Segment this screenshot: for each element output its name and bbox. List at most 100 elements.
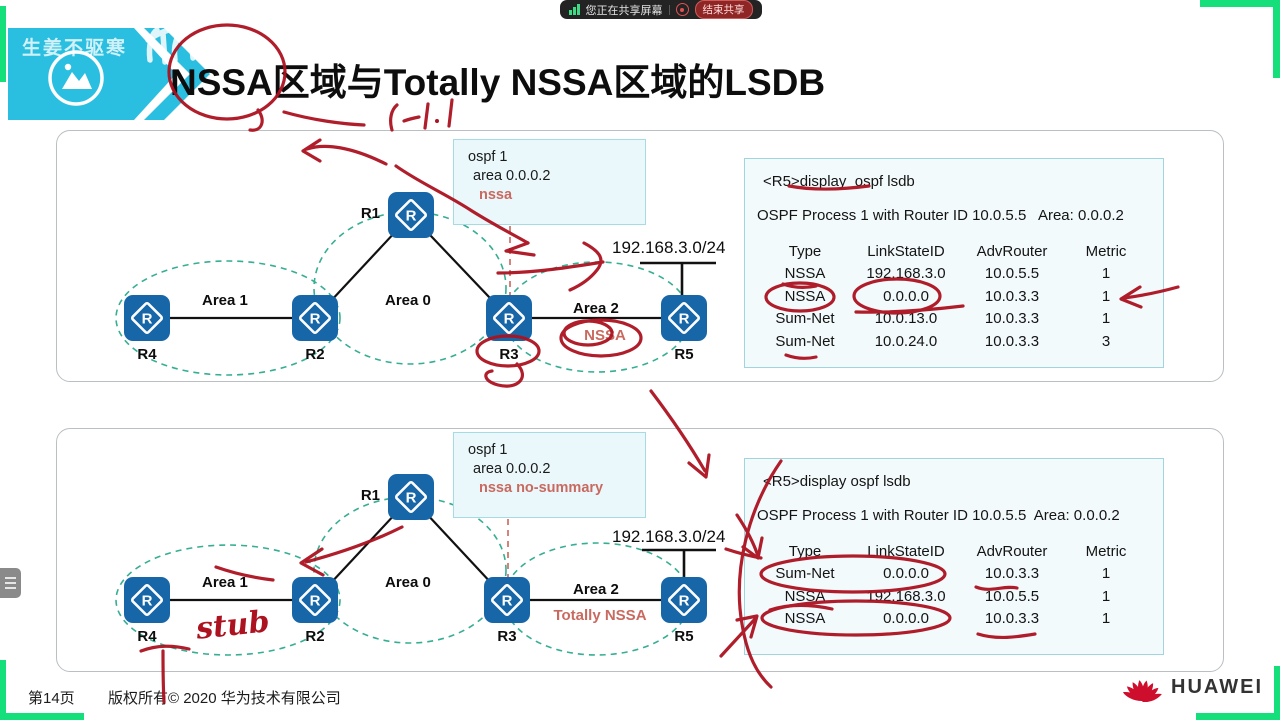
lsdb-cell: 10.0.5.5 [984, 587, 1040, 605]
config-line: ospf 1 [468, 149, 508, 165]
corner-accent-bottom-right-h [1196, 713, 1280, 720]
lsdb-cell: 1 [1101, 610, 1111, 628]
router-node-r1-top: R [388, 192, 434, 238]
lsdb-header: Metric [1085, 243, 1127, 260]
lsdb-cell: NSSA [784, 610, 826, 628]
router-label-r5-top: R5 [674, 346, 694, 363]
lsdb-cell: 10.0.5.5 [984, 265, 1040, 283]
router-node-r1-bottom: R [388, 474, 434, 520]
lsdb-cell: NSSA [784, 265, 826, 283]
network-label-bottom: 192.168.3.0/24 [612, 527, 726, 546]
router-icon: R [142, 311, 153, 328]
corner-accent-top-right-h [1200, 0, 1280, 7]
router-label-r2-bottom: R2 [305, 628, 325, 645]
copyright-text: 版权所有© 2020 华为技术有限公司 [108, 690, 341, 707]
record-icon[interactable] [675, 3, 689, 16]
lsdb-cell: 192.168.3.0 [866, 265, 946, 283]
corner-accent-bottom-left-h [0, 713, 84, 720]
router-icon: R [406, 208, 417, 225]
lsdb-cell: 10.0.3.3 [984, 610, 1040, 628]
router-icon: R [406, 490, 417, 507]
config-line: ospf 1 [468, 442, 508, 458]
lsdb-header: Type [788, 243, 822, 260]
corner-accent-bottom-right-v [1274, 666, 1280, 720]
router-icon: R [679, 311, 690, 328]
lsdb-cell: 1 [1101, 287, 1111, 305]
lsdb-cell: 10.0.13.0 [874, 310, 938, 328]
page-number: 第14页 [28, 690, 75, 707]
area1-label-bottom: Area 1 [202, 574, 248, 591]
area0-label-top: Area 0 [385, 292, 431, 309]
router-node-r3-bottom: R [484, 577, 530, 623]
area1-label-top: Area 1 [202, 292, 248, 309]
lsdb-cell: 3 [1101, 332, 1111, 350]
pen-dot [435, 119, 439, 123]
router-label-r3-bottom: R3 [497, 628, 517, 645]
huawei-flower-icon [1122, 680, 1162, 702]
watermark-text: 生姜不驱寒 [22, 38, 128, 59]
router-icon: R [502, 593, 513, 610]
signal-icon [569, 4, 580, 15]
lsdb-cell: 1 [1101, 310, 1111, 328]
lsdb-cell: 10.0.3.3 [984, 565, 1040, 583]
router-icon: R [142, 593, 153, 610]
image-icon [48, 50, 104, 106]
router-icon: R [679, 593, 690, 610]
router-node-r5-bottom: R [661, 577, 707, 623]
router-node-r5-top: R [661, 295, 707, 341]
lsdb-cell: 0.0.0.0 [883, 565, 929, 583]
lsdb-cell: NSSA [784, 587, 826, 605]
lsdb-cell: Sum-Net [775, 565, 835, 583]
lsdb-cell: 1 [1101, 587, 1111, 605]
brand-name: HUAWEI [1171, 675, 1263, 698]
config-line: area 0.0.0.2 [473, 461, 551, 477]
network-label-top: 192.168.3.0/24 [612, 238, 726, 257]
router-label-r4-bottom: R4 [137, 628, 157, 645]
router-icon: R [310, 311, 321, 328]
corner-accent-top-right-v [1273, 0, 1280, 78]
lsdb-table: Type LinkStateID AdvRouter Metric Sum-Ne… [759, 543, 1149, 633]
divider [668, 4, 670, 15]
config-line: nssa [479, 187, 513, 203]
router-node-r2-bottom: R [292, 577, 338, 623]
lsdb-cell: 1 [1101, 565, 1111, 583]
side-toolbar-toggle[interactable] [0, 568, 21, 598]
page-title: NSSA区域与Totally NSSA区域的LSDB [170, 62, 826, 103]
lsdb-cell: 1 [1101, 265, 1111, 283]
process-line: OSPF Process 1 with Router ID 10.0.5.5 A… [757, 207, 1124, 224]
config-line: nssa no-summary [479, 480, 604, 496]
lsdb-cell: 192.168.3.0 [866, 587, 946, 605]
screen-share-bar: 您正在共享屏幕 结束共享 [560, 0, 762, 19]
end-share-button[interactable]: 结束共享 [694, 0, 753, 19]
area2-label-bottom: Area 2 [573, 581, 619, 598]
corner-accent-top-left [0, 6, 6, 82]
router-icon: R [310, 593, 321, 610]
lsdb-table: Type LinkStateID AdvRouter Metric NSSA 1… [759, 243, 1149, 355]
router-label-r5-bottom: R5 [674, 628, 694, 645]
area-type-label-top: NSSA [584, 327, 626, 344]
lsdb-header: LinkStateID [867, 243, 945, 260]
lsdb-cell: 10.0.3.3 [984, 332, 1040, 350]
lsdb-cell: 10.0.24.0 [874, 332, 938, 350]
lsdb-cell: Sum-Net [775, 310, 835, 328]
cli-command: <R5>display ospf lsdb [763, 473, 911, 490]
router-node-r2-top: R [292, 295, 338, 341]
ospf-config-box-bottom: ospf 1 area 0.0.0.2 nssa no-summary [453, 432, 646, 518]
process-line: OSPF Process 1 with Router ID 10.0.5.5 A… [757, 507, 1120, 524]
lsdb-cell: NSSA [784, 287, 826, 305]
lsdb-cell: Sum-Net [775, 332, 835, 350]
area-type-label-bottom: Totally NSSA [553, 607, 647, 624]
router-label-r1-bottom: R1 [360, 487, 380, 504]
router-node-r4-top: R [124, 295, 170, 341]
router-label-r3-top: R3 [499, 346, 519, 363]
huawei-logo: HUAWEI [1120, 672, 1263, 702]
lsdb-header: AdvRouter [976, 243, 1048, 260]
lsdb-cell: 0.0.0.0 [883, 610, 929, 628]
lsdb-header: AdvRouter [976, 543, 1048, 560]
lsdb-output-bottom: <R5>display ospf lsdb OSPF Process 1 wit… [744, 458, 1164, 655]
router-label-r4-top: R4 [137, 346, 157, 363]
router-icon: R [504, 311, 515, 328]
lsdb-cell: 0.0.0.0 [883, 287, 929, 305]
corner-accent-bottom-left-v [0, 660, 6, 720]
